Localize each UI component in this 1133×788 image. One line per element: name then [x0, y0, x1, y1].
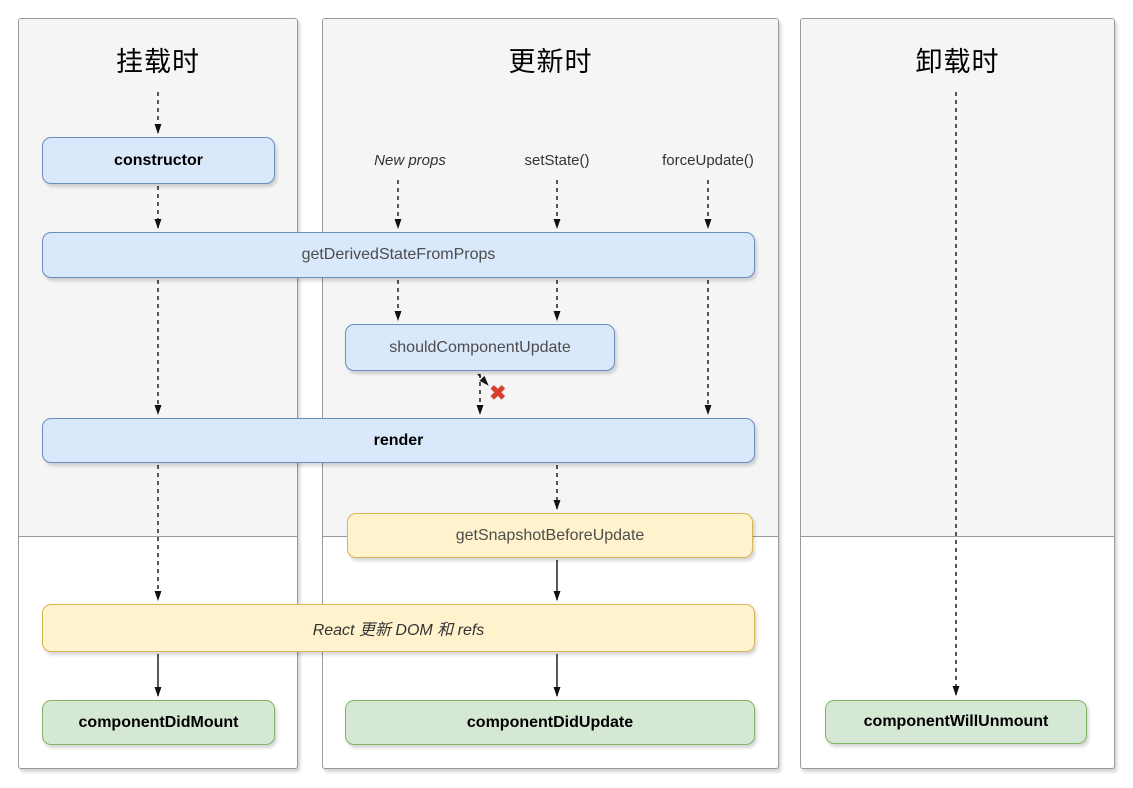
panel-mounting — [18, 18, 298, 769]
component-will-unmount-label: componentWillUnmount — [863, 713, 1049, 730]
column-title-mounting: 挂载时 — [116, 47, 200, 77]
column-title-unmounting: 卸载时 — [915, 47, 1000, 77]
react-updates-dom-box: React 更新 DOM 和 refs — [42, 604, 755, 652]
react-updates-dom-label: React 更新 DOM 和 refs — [312, 622, 485, 639]
component-did-update-box: componentDidUpdate — [345, 700, 755, 745]
trigger-new-props-label: New props — [374, 152, 446, 169]
trigger-force-update-label: forceUpdate() — [662, 152, 754, 169]
render-box: render — [42, 418, 755, 463]
get-snapshot-before-update-label: getSnapshotBeforeUpdate — [455, 526, 645, 544]
render-phase-region — [801, 19, 1114, 537]
component-did-update-label: componentDidUpdate — [466, 713, 634, 731]
should-component-update-label: shouldComponentUpdate — [389, 338, 571, 356]
constructor-label: constructor — [114, 151, 203, 169]
render-label: render — [373, 431, 424, 449]
panel-unmounting — [800, 18, 1115, 769]
get-derived-state-from-props-box: getDerivedStateFromProps — [42, 232, 755, 278]
component-did-mount-box: componentDidMount — [42, 700, 275, 745]
get-snapshot-before-update-box: getSnapshotBeforeUpdate — [347, 513, 753, 558]
column-title-updating: 更新时 — [508, 47, 593, 77]
should-component-update-box: shouldComponentUpdate — [345, 324, 615, 371]
cancel-x-icon: ✖ — [489, 382, 507, 405]
component-will-unmount-box: componentWillUnmount — [825, 700, 1087, 744]
trigger-set-state-label: setState() — [524, 152, 590, 169]
constructor-box: constructor — [42, 137, 275, 184]
get-derived-state-from-props-label: getDerivedStateFromProps — [301, 246, 496, 263]
component-did-mount-label: componentDidMount — [78, 713, 239, 731]
panel-updating — [322, 18, 779, 769]
